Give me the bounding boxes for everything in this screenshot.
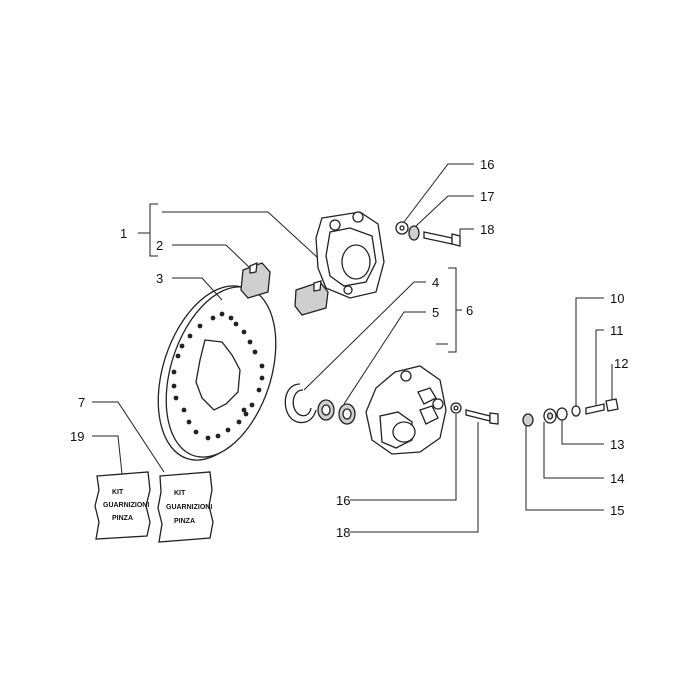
retaining-ring-inner <box>292 389 312 417</box>
lower-caliper-rib-1 <box>417 387 437 405</box>
upper-caliper <box>315 211 385 299</box>
callout-16-upper: 16 <box>480 157 494 172</box>
callout-labels: 1 2 3 4 5 6 7 19 16 17 18 16 18 10 11 12… <box>70 157 628 540</box>
kit-left-line3: PINZA <box>112 515 133 522</box>
brake-pad-right <box>294 281 329 316</box>
callout-1: 1 <box>120 226 127 241</box>
brake-disc <box>157 285 277 461</box>
part-12 <box>605 398 619 412</box>
callout-11: 11 <box>610 323 624 338</box>
bolt-18-lower-shank <box>465 409 491 422</box>
brake-pads <box>240 261 329 316</box>
bolt-18-lower-head <box>489 412 499 425</box>
kit-bag-right-outline <box>157 471 214 543</box>
bleeder-parts <box>522 398 619 427</box>
disc-vent-holes <box>171 311 265 441</box>
lower-caliper-mount-hole <box>400 370 412 382</box>
washer-16-upper-hole <box>399 225 405 231</box>
callout-2: 2 <box>156 238 163 253</box>
brake-pad-left <box>240 262 271 299</box>
kit-left-line1: KIT <box>112 489 124 496</box>
bolt-18-upper-shank <box>423 231 453 245</box>
leader-7 <box>92 401 165 473</box>
leader-3 <box>172 277 223 301</box>
callout-19: 19 <box>70 429 84 444</box>
upper-fastener-set <box>395 221 461 247</box>
callout-3: 3 <box>156 271 163 286</box>
lower-caliper-piston <box>392 421 416 443</box>
bracket-1 <box>149 203 158 257</box>
part-15 <box>522 413 534 427</box>
callout-16-lower: 16 <box>336 493 350 508</box>
callout-7: 7 <box>78 395 85 410</box>
leader-14 <box>543 422 604 479</box>
leader-5 <box>343 311 426 405</box>
kit-bag-left-outline <box>94 471 151 540</box>
leader-15 <box>525 426 604 511</box>
leader-13 <box>561 420 604 445</box>
disc-hub <box>195 339 241 411</box>
callout-13: 13 <box>610 437 624 452</box>
kit-left-line2: GUARNIZIONI <box>103 502 149 509</box>
retaining-ring <box>284 383 317 424</box>
kit-right-line2: GUARNIZIONI <box>166 504 212 511</box>
callout-14: 14 <box>610 471 624 486</box>
brake-pad-left-tab <box>249 261 258 274</box>
lower-caliper <box>365 365 447 455</box>
leader-2 <box>172 244 251 269</box>
leader-18-upper <box>459 228 474 236</box>
upper-caliper-piston <box>341 244 371 280</box>
callout-18-upper: 18 <box>480 222 494 237</box>
callout-6: 6 <box>466 303 473 318</box>
seal-kit-bag-right: KIT GUARNIZIONI PINZA <box>157 471 214 543</box>
callout-12: 12 <box>614 356 628 371</box>
leader-11 <box>595 329 604 406</box>
kit-right-line3: PINZA <box>174 518 195 525</box>
seal-kit-bag-left: KIT GUARNIZIONI PINZA <box>94 471 151 540</box>
seal-2-inner <box>342 408 352 420</box>
bracket-6 <box>448 267 457 353</box>
callout-17: 17 <box>480 189 494 204</box>
callout-4: 4 <box>432 275 439 290</box>
leader-16-lower <box>350 414 457 501</box>
upper-caliper-mount-hole-1 <box>329 219 341 231</box>
leader-1 <box>162 211 319 259</box>
brake-pad-right-tab <box>313 280 322 292</box>
upper-caliper-mount-hole-2 <box>352 211 364 223</box>
part-11 <box>585 403 605 415</box>
callout-5: 5 <box>432 305 439 320</box>
leader-16-upper <box>403 163 474 223</box>
upper-caliper-bleed-hole <box>343 285 353 295</box>
seal-1-inner <box>321 404 331 416</box>
callout-15: 15 <box>610 503 624 518</box>
washer-16-lower-hole <box>453 405 459 411</box>
leader-17 <box>415 195 474 227</box>
bolt-18-upper-head <box>451 233 461 247</box>
leader-lines <box>92 163 613 533</box>
lower-fastener-set <box>450 402 499 425</box>
leader-10 <box>575 297 604 406</box>
part-13 <box>556 407 568 421</box>
leader-19 <box>92 435 123 475</box>
lower-caliper-rib-2 <box>419 405 439 425</box>
leader-4 <box>303 281 426 391</box>
leader-18-lower <box>350 422 479 533</box>
lower-caliper-port <box>432 398 444 410</box>
piston-seals <box>317 399 356 425</box>
callout-10: 10 <box>610 291 624 306</box>
callout-18-lower: 18 <box>336 525 350 540</box>
part-14-hole <box>546 412 554 420</box>
part-10 <box>571 405 581 417</box>
washer-17 <box>408 225 420 241</box>
kit-right-line1: KIT <box>174 490 186 497</box>
